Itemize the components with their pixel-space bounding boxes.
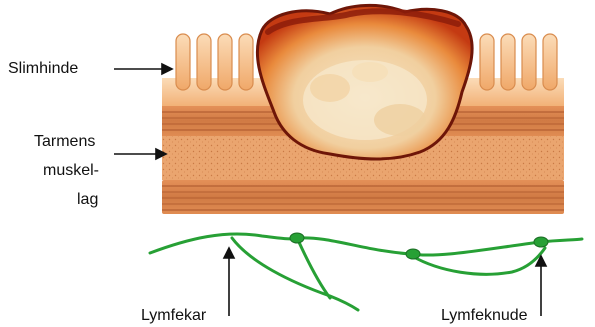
label-mucosa: Slimhinde: [8, 61, 78, 77]
lymph-node-3: [534, 237, 548, 247]
lymph-node-1: [290, 233, 304, 243]
tumor: [257, 5, 472, 159]
lymph-node-2: [406, 249, 420, 259]
lymphatic-system: [150, 234, 582, 310]
lymph-vessel-branch-1: [232, 238, 358, 310]
label-muscle-line-1: Tarmens: [34, 134, 95, 150]
label-lymph-vessel: Lymfekar: [141, 308, 206, 324]
label-lymph-node: Lymfeknude: [441, 308, 528, 324]
label-muscle-line-2: muskel-: [43, 163, 99, 179]
label-muscle-line-3: lag: [77, 192, 98, 208]
lymph-vessel-main: [150, 234, 582, 255]
muscle-lower-band: [162, 180, 564, 214]
